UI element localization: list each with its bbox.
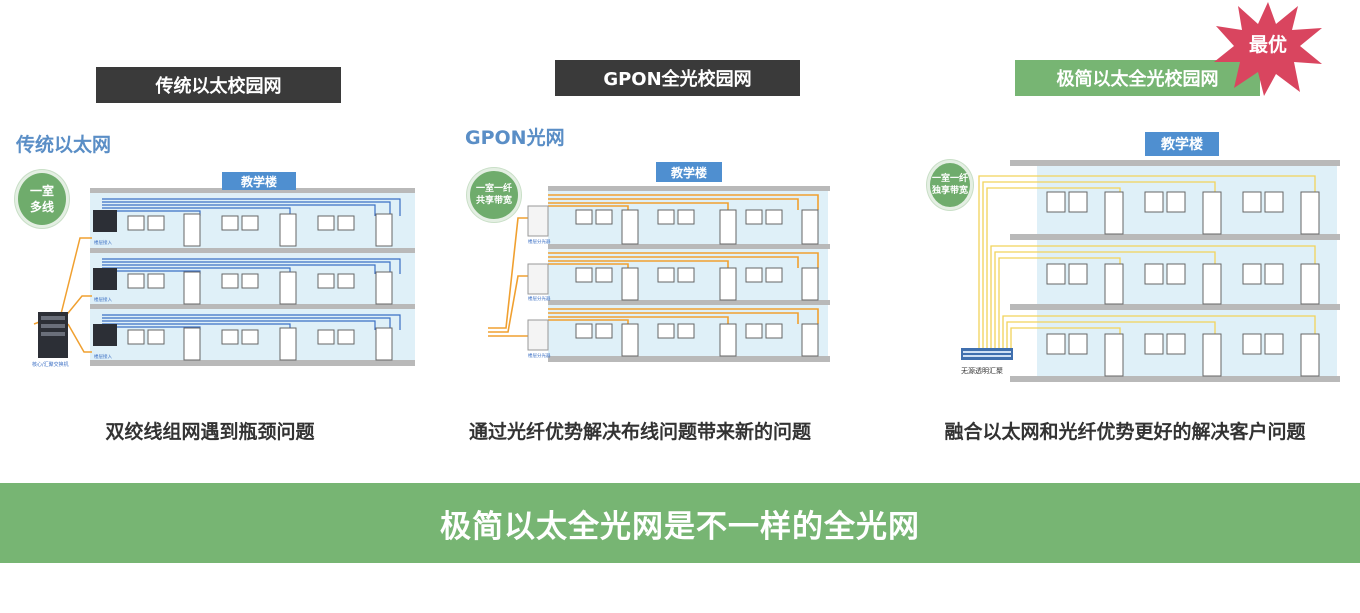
svg-text:楼层接入: 楼层接入: [94, 353, 112, 360]
building-gpon: 教学楼 楼层分光器 楼层分光器 楼层分光器: [488, 162, 830, 362]
svg-text:教学楼: 教学楼: [670, 165, 707, 180]
building-label: 教学楼: [240, 174, 277, 189]
summary-banner: 极简以太全光网是不一样的全光网: [0, 483, 1360, 563]
svg-text:无源透明汇聚: 无源透明汇聚: [961, 366, 1003, 375]
header-traditional-ethernet: 传统以太校园网: [96, 67, 341, 103]
header-gpon: GPON全光校园网: [555, 60, 800, 96]
badge-one-room-multi-line: 一室多线: [15, 170, 69, 228]
best-label: 最优: [1248, 34, 1287, 56]
svg-text:教学楼: 教学楼: [1161, 136, 1203, 153]
svg-text:楼层分光器: 楼层分光器: [528, 238, 551, 245]
header-simplified-allfiber: 极简以太全光校园网: [1015, 60, 1260, 96]
network-title-gpon: GPON光网: [465, 127, 565, 149]
caption-gpon: 通过光纤优势解决布线问题带来新的问题: [468, 421, 811, 443]
network-title-ethernet: 传统以太网: [16, 134, 112, 156]
svg-text:核心/汇聚交换机: 核心/汇聚交换机: [32, 361, 69, 368]
caption-simplified: 融合以太网和光纤优势更好的解决客户问题: [944, 421, 1306, 443]
badge-one-room-one-fiber-shared: 一室一纤共享带宽: [467, 168, 521, 222]
core-switch-icon: 核心/汇聚交换机: [32, 237, 92, 368]
svg-text:楼层分光器: 楼层分光器: [528, 295, 551, 302]
svg-text:楼层接入: 楼层接入: [94, 296, 112, 303]
svg-text:楼层分光器: 楼层分光器: [528, 352, 551, 359]
svg-text:楼层接入: 楼层接入: [94, 239, 112, 246]
caption-ethernet: 双绞线组网遇到瓶颈问题: [105, 421, 315, 443]
badge-one-room-one-fiber-dedicated: 一室一纤独享带宽: [927, 160, 973, 210]
starburst-icon: [1214, 2, 1322, 96]
building-simplified: 教学楼 无源透明汇聚: [961, 132, 1340, 382]
building-ethernet: 教学楼 楼层接入 楼层接入 楼层接入: [90, 172, 415, 366]
